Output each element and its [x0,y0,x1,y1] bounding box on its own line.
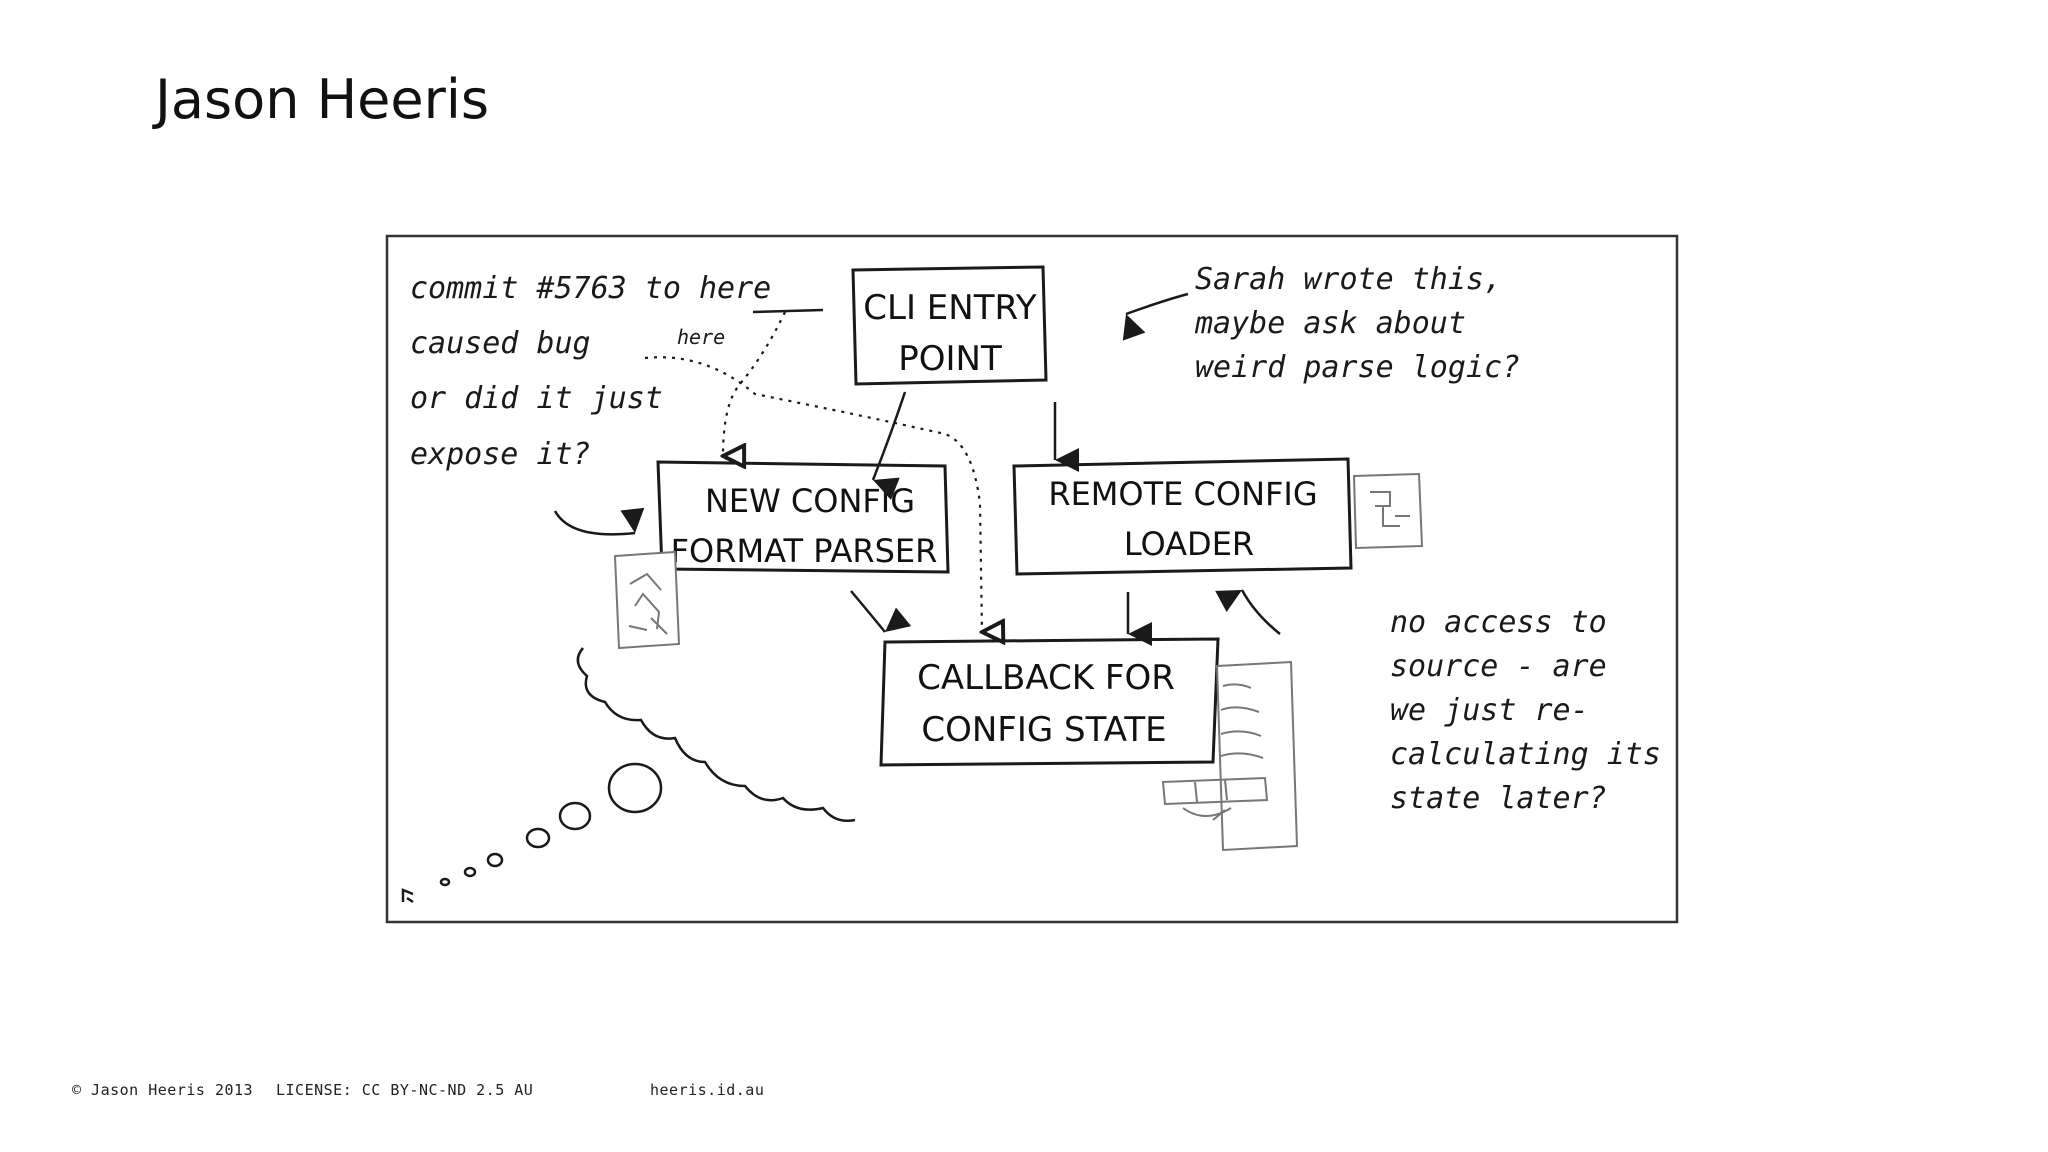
thought-bubble-1 [607,762,663,814]
thought-bubble-5 [463,866,477,878]
footer-site-link[interactable]: heeris.id.au [650,1081,765,1099]
box-cli-entry-point: CLI ENTRY POINT [851,265,1048,386]
box-callback-line-1: CALLBACK FOR [917,658,1175,698]
comic-diagram: CLI ENTRY POINT NEW CONFIG FORMAT PARSER… [385,234,1679,924]
thought-bubble-2 [558,801,592,831]
here-underline [752,308,824,314]
note-sarah: Sarah wrote this, maybe ask about weird … [1194,262,1520,385]
footer-copyright: © Jason Heeris 2013 [72,1081,254,1099]
dotted-arrow-here-to-parser [723,311,786,456]
note-here-small: here [677,325,725,349]
note-access-line-2: source - are [1390,649,1607,684]
dotted-arrow-here-to-callback [644,356,982,632]
note-commit-line-2: caused bug [410,326,591,361]
thought-bubble-3 [525,827,551,849]
box-remote-line-1: REMOTE CONFIG [1048,475,1317,513]
panel-frame [385,234,1679,924]
slide-title: Jason Heeris [155,68,489,131]
note-access-line-3: we just re- [1390,693,1589,728]
note-access-line-4: calculating its [1390,737,1661,772]
box-parser-line-1: NEW CONFIG [705,482,915,520]
arrow-commit-note [553,507,645,536]
box-callback-for-config-state: CALLBACK FOR CONFIG STATE [879,637,1220,767]
note-commit-line-3: or did it just [410,381,663,416]
note-sarah-line-1: Sarah wrote this, [1195,262,1502,297]
note-access: no access to source - are we just re- ca… [1390,605,1661,816]
dotted-arrows [644,311,982,632]
arrow-cli-to-parser [871,391,907,500]
sketch-paper-left [613,550,681,650]
box-cli-line-1: CLI ENTRY [863,288,1037,328]
sketch-paper-right-bottom [1161,660,1299,852]
note-commit-line-4: expose it? [410,437,591,472]
thought-cloud-edge [576,647,856,822]
box-parser-line-2: FORMAT PARSER [671,532,938,570]
box-remote-line-2: LOADER [1124,525,1254,563]
sketch-paper-right-top [1352,472,1424,550]
box-new-config-format-parser: NEW CONFIG FORMAT PARSER [656,460,950,574]
thought-bubble-4 [486,852,504,868]
box-remote-config-loader: REMOTE CONFIG LOADER [1012,457,1353,576]
thought-bubble-6 [439,877,451,887]
note-commit: commit #5763 to here caused bug or did i… [410,271,771,472]
thought-tail-mark [401,888,414,904]
note-commit-line-1: commit #5763 to here [410,271,771,306]
note-access-line-1: no access to [1390,605,1607,640]
arrow-parser-to-callback [850,590,912,633]
note-sarah-line-3: weird parse logic? [1195,350,1520,385]
footer-license: LICENSE: CC BY-NC-ND 2.5 AU [276,1081,534,1099]
arrow-access-note [1215,589,1281,635]
thought-bubbles [401,647,856,904]
arrow-sarah-note [1122,292,1189,341]
comic-panel: CLI ENTRY POINT NEW CONFIG FORMAT PARSER… [385,234,1679,924]
solid-arrows [553,292,1281,646]
note-sarah-line-2: maybe ask about [1194,306,1466,341]
box-callback-line-2: CONFIG STATE [921,710,1166,750]
box-cli-line-2: POINT [898,339,1002,379]
note-access-line-5: state later? [1390,781,1607,816]
